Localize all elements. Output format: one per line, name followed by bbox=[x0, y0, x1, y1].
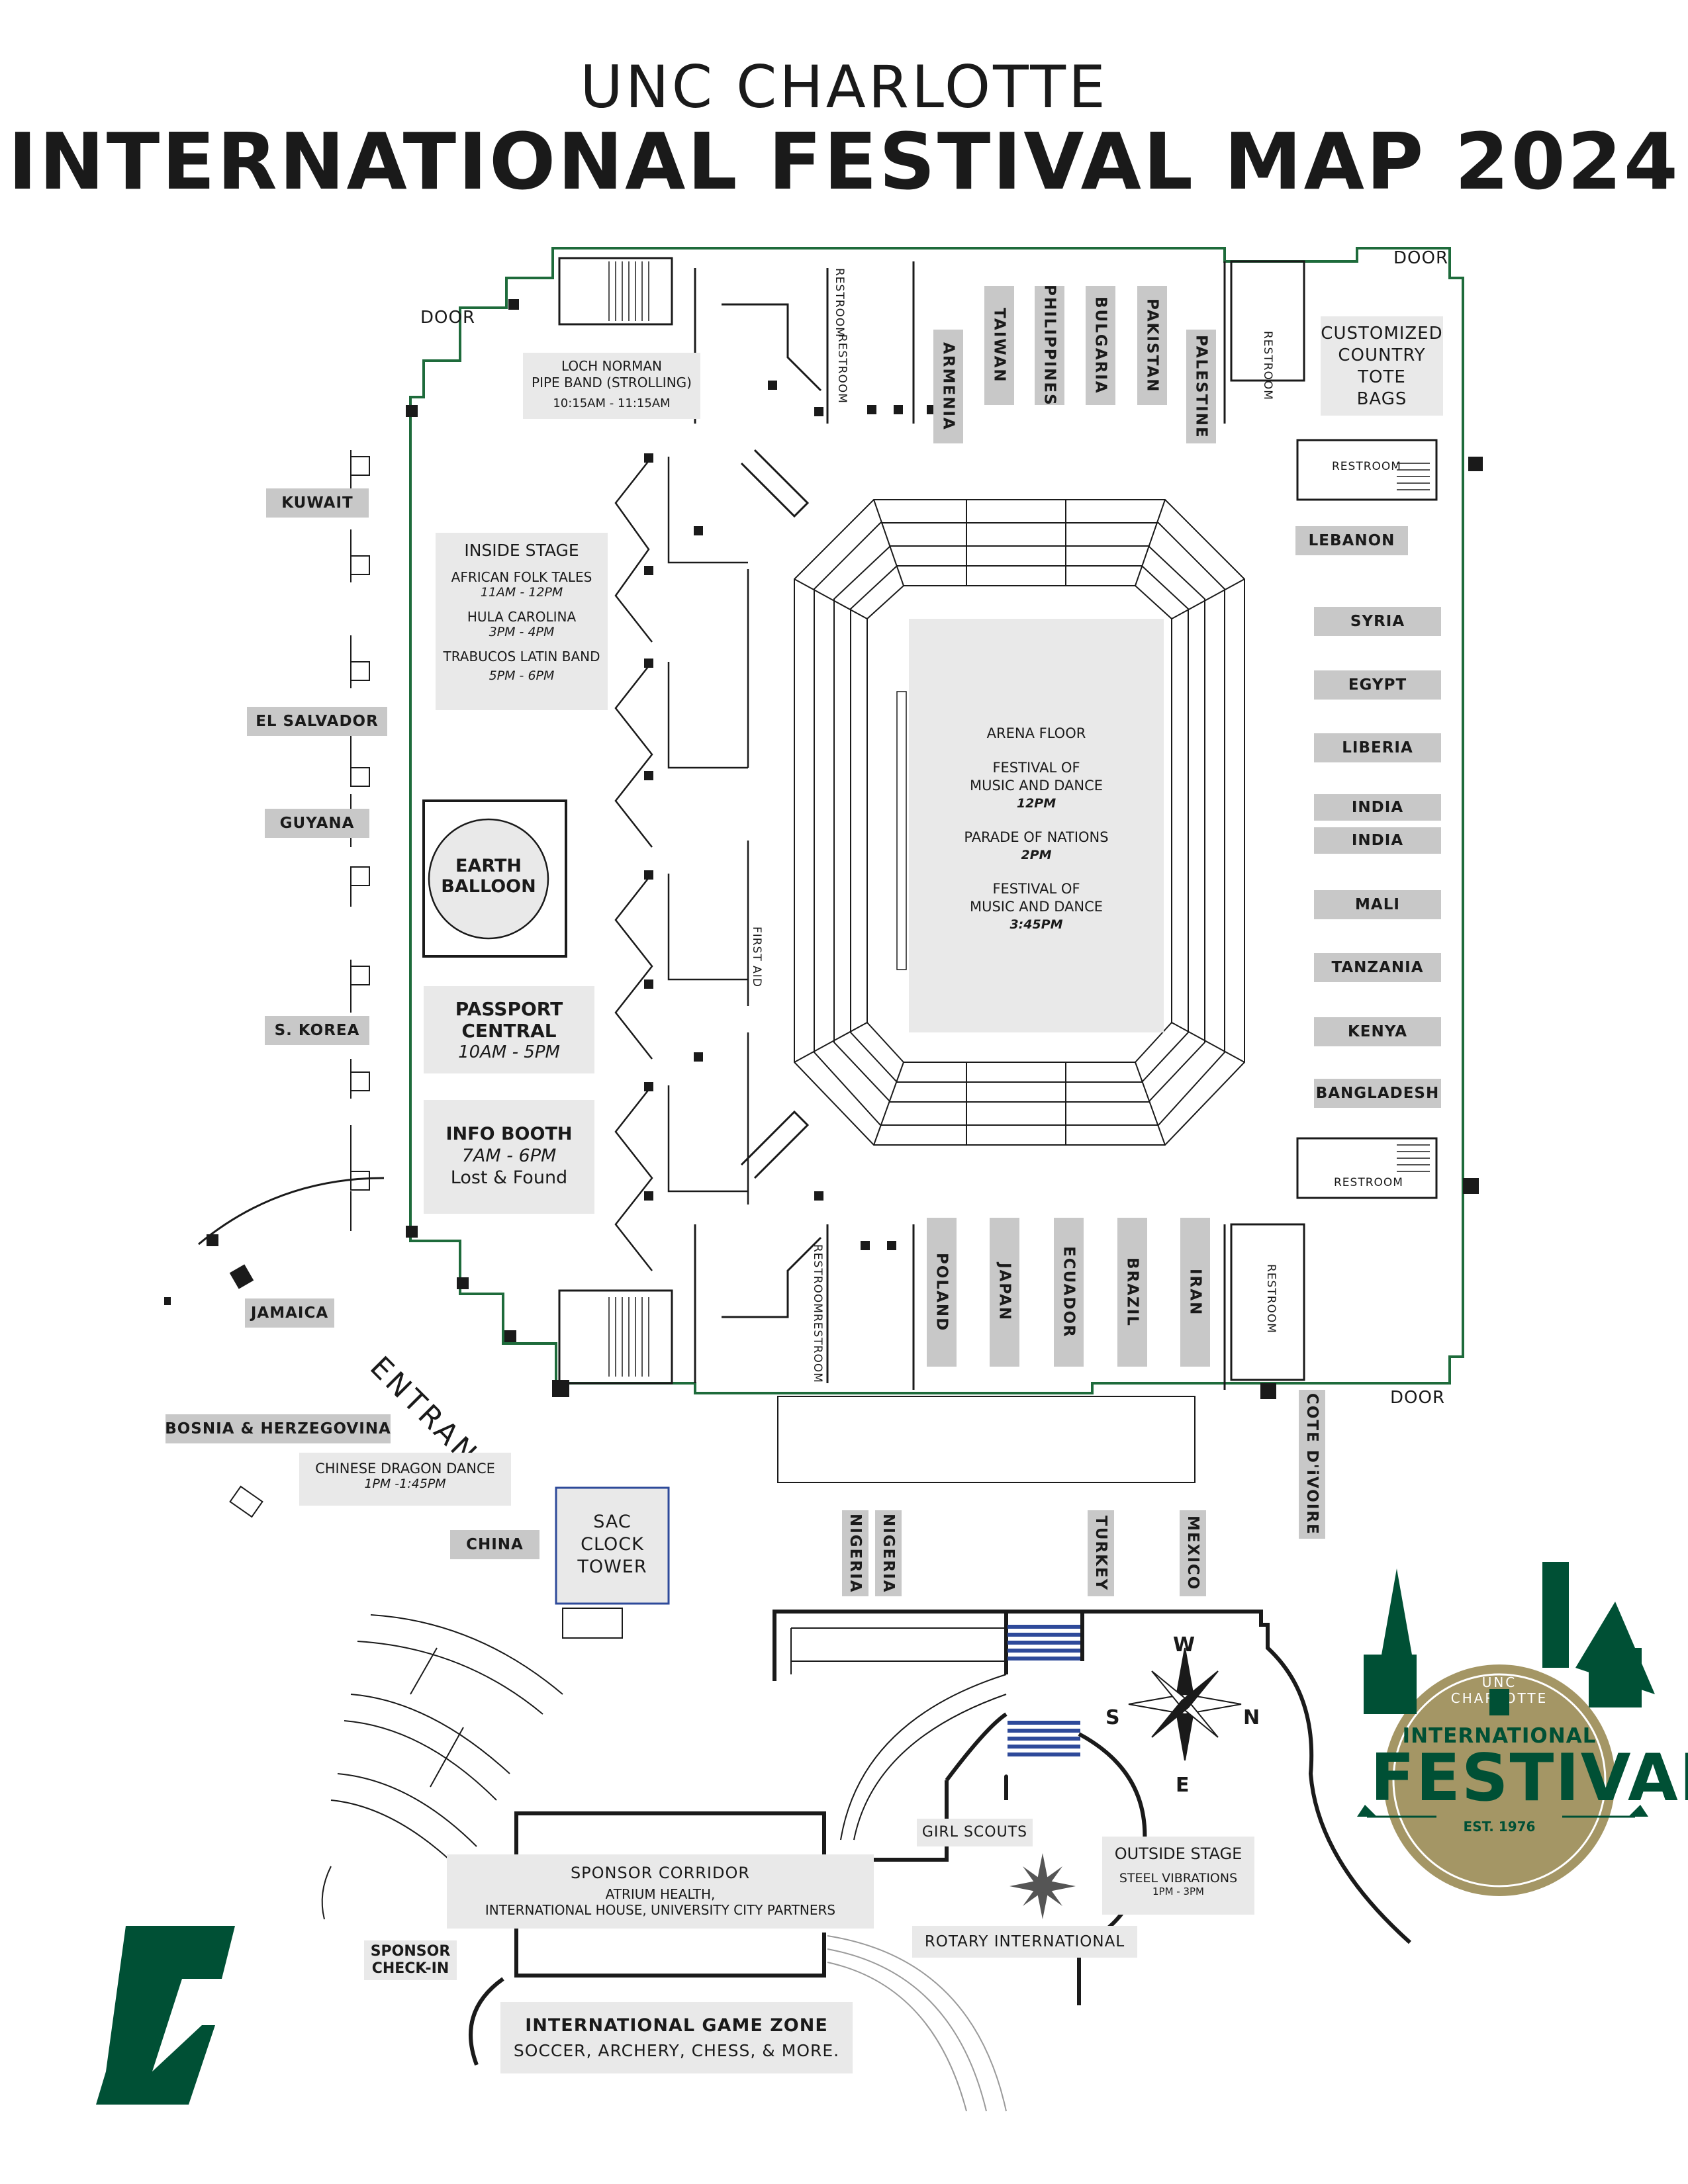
country-label: KENYA bbox=[1314, 1017, 1441, 1046]
outside-stage-box: OUTSIDE STAGE STEEL VIBRATIONS 1PM - 3PM bbox=[1102, 1837, 1254, 1915]
unc-charlotte-logo bbox=[96, 1926, 235, 2105]
country-label: INDIA bbox=[1314, 794, 1441, 821]
country-label: JAPAN bbox=[990, 1218, 1019, 1367]
country-label: SYRIA bbox=[1314, 607, 1441, 636]
building-wall bbox=[409, 247, 1464, 1394]
country-label: TANZANIA bbox=[1314, 953, 1441, 982]
compass-w: W bbox=[1173, 1633, 1196, 1657]
arena-floor-text: ARENA FLOOR FESTIVAL OF MUSIC AND DANCE … bbox=[964, 725, 1109, 932]
concourse-dots bbox=[644, 381, 936, 1250]
door-label-ne: DOOR bbox=[1393, 248, 1449, 268]
first-aid-label: FIRST AID bbox=[750, 927, 763, 987]
country-label: TAIWAN bbox=[984, 286, 1014, 405]
rotary-compass bbox=[1009, 1853, 1076, 1919]
country-label: PHILIPPINES bbox=[1035, 285, 1064, 406]
country-label: KUWAIT bbox=[266, 488, 369, 518]
corridor-curves bbox=[827, 1935, 1007, 2112]
country-label: JAMAICA bbox=[245, 1298, 334, 1328]
amphitheater bbox=[321, 1614, 563, 1920]
game-zone-box: INTERNATIONAL GAME ZONE SOCCER, ARCHERY,… bbox=[500, 2002, 853, 2073]
country-label: ECUADOR bbox=[1054, 1218, 1084, 1367]
country-label: LIBERIA bbox=[1314, 733, 1441, 762]
plaza-rect bbox=[777, 1396, 1196, 1483]
country-label: BRAZIL bbox=[1117, 1218, 1147, 1367]
clock-tower-box bbox=[555, 1486, 670, 1605]
crosswalks bbox=[1008, 1625, 1080, 1756]
country-label: LEBANON bbox=[1295, 526, 1408, 555]
festival-logo-est: EST. 1976 bbox=[1463, 1819, 1536, 1835]
restroom-label: RESTROOM bbox=[811, 1314, 824, 1383]
inside-stage-box: INSIDE STAGE AFRICAN FOLK TALES 11AM - 1… bbox=[436, 533, 608, 710]
country-label: ARMENIA bbox=[933, 330, 963, 443]
festival-logo-art bbox=[1357, 1562, 1655, 1896]
door-label-nw: DOOR bbox=[420, 308, 476, 328]
country-label: EGYPT bbox=[1314, 670, 1441, 700]
country-label: MEXICO bbox=[1180, 1510, 1206, 1596]
restroom-label: RESTROOM bbox=[833, 268, 846, 338]
restroom-label: RESTROOM bbox=[1264, 1264, 1278, 1334]
west-outer-dashes bbox=[350, 450, 370, 1231]
restroom-label: RESTROOM bbox=[1332, 460, 1401, 473]
country-label: NIGERIA bbox=[842, 1510, 868, 1596]
map-title-line2: INTERNATIONAL FESTIVAL MAP 2024 bbox=[8, 116, 1680, 207]
entrance-arc bbox=[198, 1177, 385, 1246]
festival-logo-line1: INTERNATIONAL bbox=[1402, 1724, 1597, 1748]
restroom-label: RESTROOM bbox=[1261, 331, 1274, 400]
girl-scouts-box: GIRL SCOUTS bbox=[917, 1819, 1033, 1846]
compass-n: N bbox=[1243, 1706, 1261, 1729]
country-label: GUYANA bbox=[265, 809, 369, 838]
rotary-box: ROTARY INTERNATIONAL bbox=[912, 1926, 1137, 1958]
path-thin bbox=[790, 1627, 1007, 1841]
concourse-sections bbox=[614, 456, 749, 1271]
country-label: INDIA bbox=[1314, 827, 1441, 854]
stairs bbox=[608, 261, 1430, 1377]
restroom-label: RESTROOM bbox=[835, 334, 849, 404]
restroom-label: RESTROOM bbox=[811, 1244, 824, 1314]
country-label: BULGARIA bbox=[1086, 286, 1115, 405]
earth-balloon-circle bbox=[428, 818, 549, 940]
map-title-line1: UNC CHARLOTTE bbox=[580, 53, 1108, 121]
door-label-se: DOOR bbox=[1390, 1388, 1446, 1408]
country-label: NIGERIA bbox=[875, 1510, 902, 1596]
compass-e: E bbox=[1176, 1774, 1190, 1797]
country-label: IRAN bbox=[1180, 1218, 1210, 1367]
restroom-label: RESTROOM bbox=[1334, 1176, 1403, 1189]
interior-walls bbox=[558, 257, 1438, 1390]
country-label: BANGLADESH bbox=[1314, 1079, 1441, 1108]
country-label: MALI bbox=[1314, 890, 1441, 919]
country-label: S. KOREA bbox=[265, 1016, 369, 1045]
country-label: BOSNIA & HERZEGOVINA bbox=[165, 1414, 391, 1443]
country-label: EL SALVADOR bbox=[247, 707, 387, 736]
country-label: POLAND bbox=[927, 1218, 957, 1367]
country-label: PAKISTAN bbox=[1137, 286, 1167, 405]
country-label: TURKEY bbox=[1088, 1510, 1114, 1596]
earth-balloon-fence bbox=[422, 799, 567, 958]
festival-logo-line2: FESTIVAL bbox=[1370, 1741, 1688, 1816]
compass-rose bbox=[1128, 1647, 1242, 1761]
sponsor-corridor-box: SPONSOR CORRIDOR ATRIUM HEALTH, INTERNAT… bbox=[447, 1854, 874, 1929]
arena-bowl bbox=[794, 499, 1245, 1146]
festival-c-icon bbox=[1489, 1689, 1509, 1715]
arena-floor bbox=[909, 619, 1164, 1032]
country-label: COTE D'iVOIRE bbox=[1299, 1390, 1325, 1539]
country-label: PALESTINE bbox=[1186, 330, 1216, 443]
compass-s: S bbox=[1105, 1706, 1121, 1729]
country-label: CHINA bbox=[450, 1530, 539, 1559]
